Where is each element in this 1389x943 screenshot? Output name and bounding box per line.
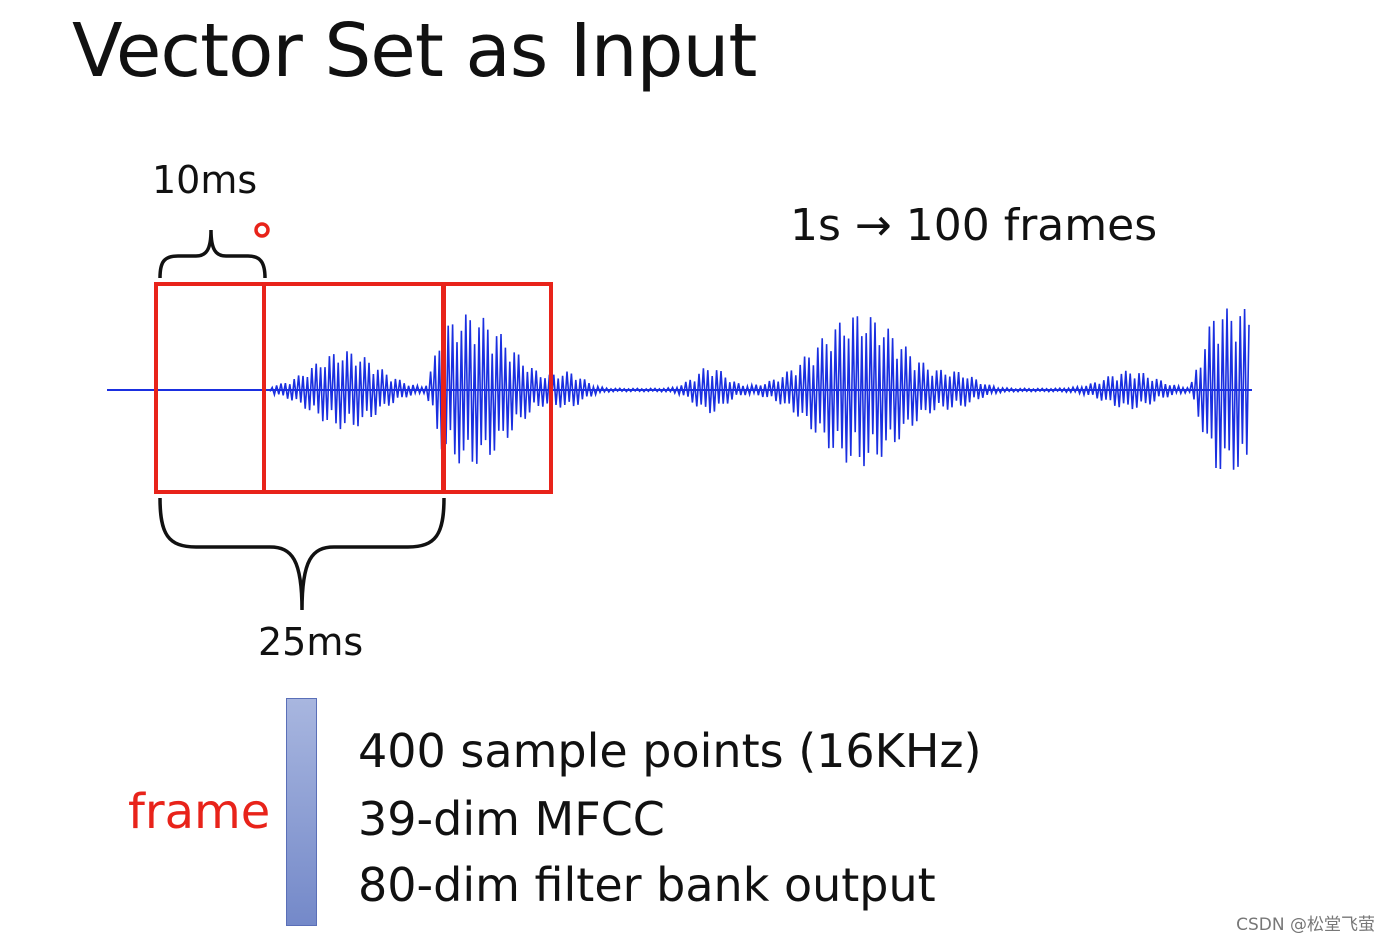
waveform-signal bbox=[269, 308, 1250, 470]
window-label: 25ms bbox=[258, 620, 364, 664]
shift-label: 10ms bbox=[152, 158, 258, 202]
shift-brace bbox=[158, 229, 267, 279]
frame-windows bbox=[154, 282, 553, 494]
slide-title: Vector Set as Input bbox=[72, 8, 757, 94]
frame-label: frame bbox=[128, 784, 271, 840]
window-brace bbox=[158, 497, 446, 611]
frame-window-2 bbox=[262, 282, 553, 494]
frame-vector-bar bbox=[286, 698, 317, 926]
watermark: CSDN @松堂飞萤 bbox=[1236, 915, 1375, 935]
pointer-dot bbox=[254, 222, 270, 238]
waveform bbox=[107, 308, 1252, 470]
feature-line-sample-points: 400 sample points (16KHz) bbox=[358, 724, 982, 778]
frame-rate-label: 1s → 100 frames bbox=[790, 200, 1158, 251]
feature-line-mfcc: 39-dim MFCC bbox=[358, 792, 665, 846]
feature-line-filter-bank: 80-dim filter bank output bbox=[358, 858, 936, 912]
